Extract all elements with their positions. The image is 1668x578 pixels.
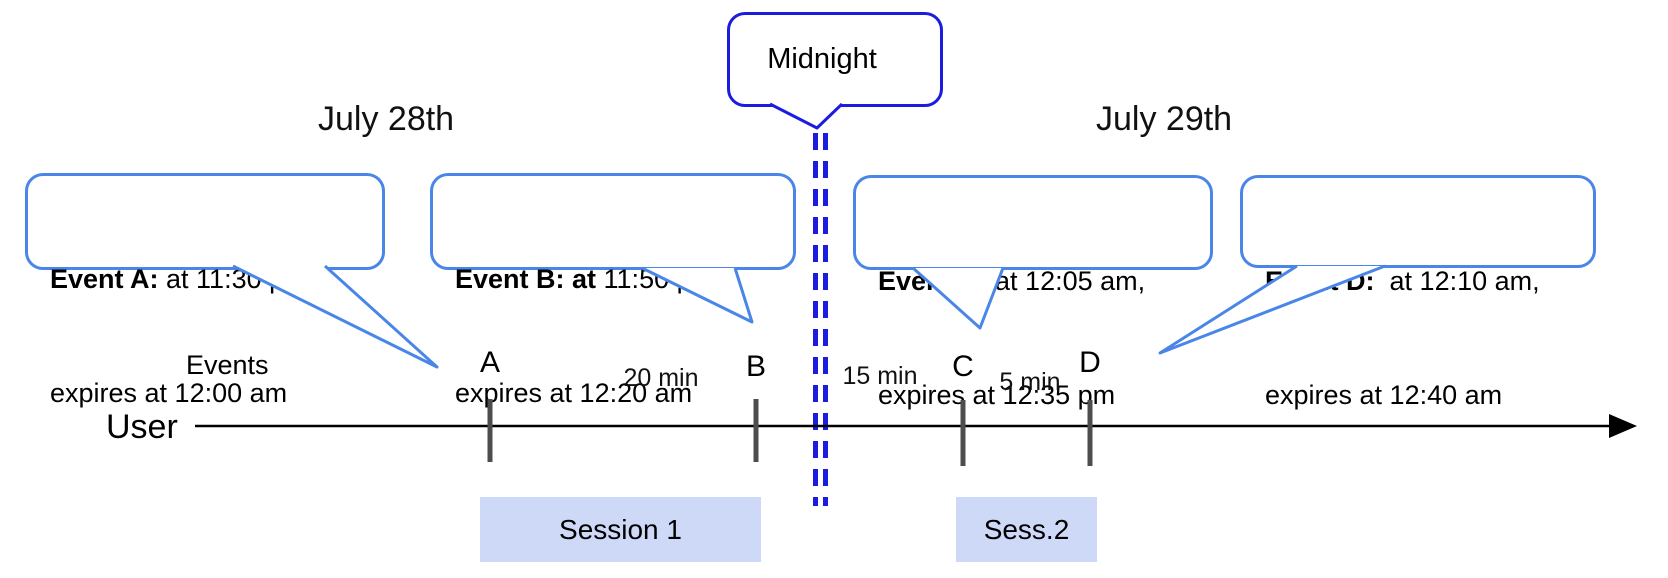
date-heading-july-29: July 29th: [1096, 100, 1233, 138]
session-1-box: Session 1: [480, 497, 761, 562]
event-c-bubble: Event C: at 12:05 am, expires at 12:35 p…: [853, 175, 1213, 410]
event-d-line1: Event D: at 12:10 am,: [1265, 262, 1581, 300]
session-2-box: Sess.2: [956, 497, 1097, 562]
event-a-line1: Event A: at 11:30 pm,: [50, 260, 370, 298]
event-d-bubble: Event D: at 12:10 am, expires at 12:40 a…: [1240, 175, 1596, 410]
event-b-line2: expires at 12:20 am: [455, 378, 693, 408]
event-d-line2: expires at 12:40 am: [1265, 380, 1503, 410]
event-c-title: Event C:: [878, 266, 988, 296]
event-b-time: 11:50 pm,: [596, 264, 722, 294]
tick-label-a: A: [479, 346, 501, 379]
event-b-title: Event B: at: [455, 264, 597, 294]
tick-label-c: C: [952, 350, 974, 383]
event-c-line2: expires at 12:35 pm: [878, 380, 1116, 410]
event-b-line1: Event B: at 11:50 pm,: [455, 260, 781, 298]
event-c-line1: Event C: at 12:05 am,: [878, 262, 1198, 300]
date-heading-july-28: July 28th: [318, 100, 455, 138]
session-2-label: Sess.2: [983, 513, 1070, 545]
midnight-callout-pointer: [769, 102, 844, 130]
session-1-label: Session 1: [559, 513, 682, 545]
event-c-time: at 12:05 am,: [987, 266, 1146, 296]
interval-label-5min: 5 min: [999, 368, 1061, 396]
event-a-title: Event A:: [50, 264, 159, 294]
event-a-line2: expires at 12:00 am: [50, 378, 288, 408]
event-d-time: at 12:10 am,: [1374, 266, 1540, 296]
interval-label-15min: 15 min: [842, 362, 918, 390]
event-b-bubble: Event B: at 11:50 pm, expires at 12:20 a…: [430, 173, 796, 408]
midnight-callout: Midnight: [727, 12, 943, 107]
tick-label-d: D: [1079, 346, 1101, 379]
event-a-time: at 11:30 pm,: [158, 264, 315, 294]
event-d-title: Event D:: [1265, 266, 1375, 296]
timeline-arrowhead: [1609, 414, 1637, 438]
interval-label-20min: 20 min: [623, 364, 699, 392]
midnight-label: Midnight: [767, 43, 877, 75]
user-axis-label: User: [106, 408, 178, 446]
tick-label-b: B: [745, 350, 767, 383]
event-a-bubble: Event A: at 11:30 pm, expires at 12:00 a…: [25, 173, 385, 408]
